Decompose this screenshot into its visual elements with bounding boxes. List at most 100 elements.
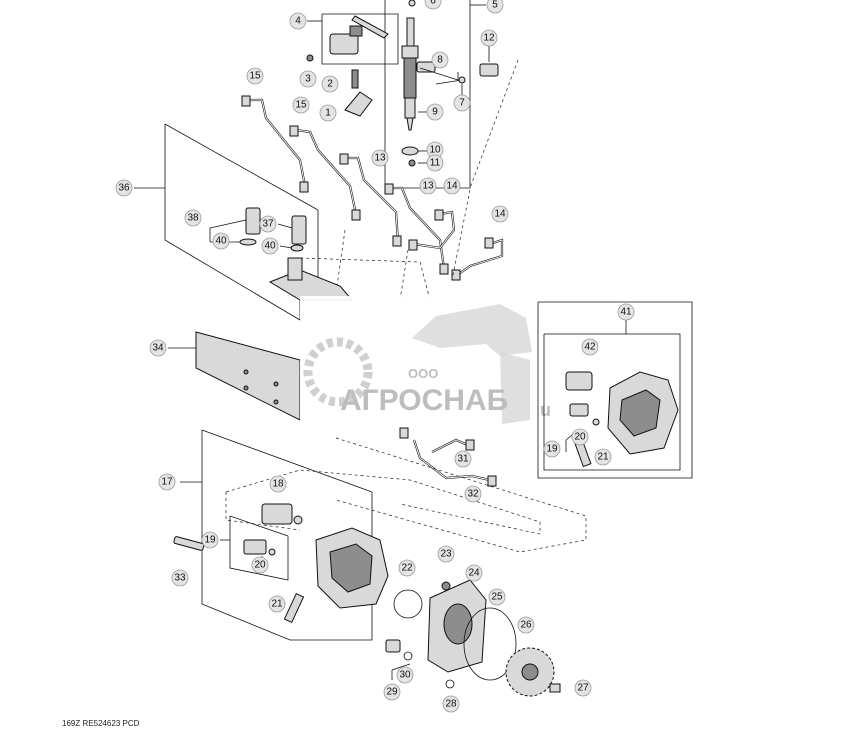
svg-text:13: 13 bbox=[422, 181, 434, 192]
injector-group bbox=[384, 0, 486, 189]
callout-34: 34 bbox=[149, 339, 167, 357]
callout-21a: 21 bbox=[268, 595, 286, 613]
svg-text:13: 13 bbox=[374, 153, 386, 164]
callout-5: 5 bbox=[486, 0, 504, 14]
svg-text:15: 15 bbox=[249, 71, 261, 82]
svg-text:15: 15 bbox=[295, 100, 307, 111]
callout-40b: 40 bbox=[261, 237, 279, 255]
callout-14b: 14 bbox=[491, 205, 509, 223]
watermark-small: ООО bbox=[408, 366, 438, 381]
guide-lines bbox=[299, 59, 519, 301]
callout-12: 12 bbox=[480, 29, 498, 47]
fuel-rail-group bbox=[134, 123, 354, 321]
callout-1: 1 bbox=[319, 104, 337, 122]
svg-text:20: 20 bbox=[254, 560, 266, 571]
bar-group bbox=[168, 331, 301, 421]
svg-text:34: 34 bbox=[152, 343, 164, 354]
drawing-reference: 169Z RE524623 PCD bbox=[62, 719, 140, 728]
callout-21b: 21 bbox=[594, 448, 612, 466]
svg-text:40: 40 bbox=[264, 241, 276, 252]
callout-42: 42 bbox=[581, 338, 599, 356]
callout-40a: 40 bbox=[212, 232, 230, 250]
svg-text:3: 3 bbox=[305, 74, 311, 85]
svg-text:26: 26 bbox=[520, 620, 532, 631]
callout-20a: 20 bbox=[251, 556, 269, 574]
watermark-suffix: u bbox=[540, 400, 551, 420]
svg-text:42: 42 bbox=[584, 342, 596, 353]
svg-text:1: 1 bbox=[325, 108, 331, 119]
callout-24: 24 bbox=[465, 564, 483, 582]
callout-13a: 13 bbox=[371, 149, 389, 167]
callout-2: 2 bbox=[321, 75, 339, 93]
svg-text:19: 19 bbox=[204, 535, 216, 546]
svg-text:8: 8 bbox=[437, 55, 443, 66]
callout-33: 33 bbox=[171, 569, 189, 587]
callout-31: 31 bbox=[454, 450, 472, 468]
svg-text:27: 27 bbox=[577, 683, 589, 694]
svg-text:9: 9 bbox=[432, 107, 438, 118]
svg-text:30: 30 bbox=[399, 670, 411, 681]
feed-lines bbox=[225, 427, 587, 553]
svg-text:36: 36 bbox=[118, 183, 130, 194]
watermark-main: АГРОСНАБ bbox=[340, 384, 508, 417]
fuel-lines bbox=[241, 95, 504, 281]
callout-9: 9 bbox=[426, 103, 444, 121]
svg-text:21: 21 bbox=[597, 452, 609, 463]
callout-14a: 14 bbox=[443, 177, 461, 195]
callout-32: 32 bbox=[464, 485, 482, 503]
svg-text:5: 5 bbox=[492, 0, 498, 11]
svg-text:40: 40 bbox=[215, 236, 227, 247]
callout-29: 29 bbox=[383, 683, 401, 701]
svg-text:31: 31 bbox=[457, 454, 469, 465]
callout-7: 7 bbox=[453, 94, 471, 112]
callout-28: 28 bbox=[442, 695, 460, 713]
svg-text:29: 29 bbox=[386, 687, 398, 698]
sensor-part bbox=[479, 46, 499, 77]
callout-17: 17 bbox=[158, 473, 176, 491]
callout-18: 18 bbox=[269, 475, 287, 493]
svg-text:7: 7 bbox=[459, 98, 465, 109]
svg-text:32: 32 bbox=[467, 489, 479, 500]
callout-4: 4 bbox=[289, 12, 307, 30]
callout-37: 37 bbox=[259, 215, 277, 233]
svg-text:2: 2 bbox=[327, 79, 333, 90]
svg-text:38: 38 bbox=[187, 213, 199, 224]
svg-text:11: 11 bbox=[430, 158, 441, 169]
callout-23: 23 bbox=[437, 545, 455, 563]
svg-text:14: 14 bbox=[446, 181, 458, 192]
callout-19b: 19 bbox=[543, 440, 561, 458]
svg-text:18: 18 bbox=[272, 479, 284, 490]
callout-8: 8 bbox=[431, 51, 449, 69]
callout-30: 30 bbox=[396, 666, 414, 684]
callout-19a: 19 bbox=[201, 531, 219, 549]
drive-parts bbox=[385, 579, 561, 697]
callout-26: 26 bbox=[517, 616, 535, 634]
callout-25: 25 bbox=[488, 588, 506, 606]
callout-22: 22 bbox=[398, 559, 416, 577]
svg-text:17: 17 bbox=[161, 477, 173, 488]
pump-assembly-right bbox=[537, 301, 693, 479]
svg-text:33: 33 bbox=[174, 573, 186, 584]
callout-38: 38 bbox=[184, 209, 202, 227]
svg-text:37: 37 bbox=[262, 219, 274, 230]
callout-36: 36 bbox=[115, 179, 133, 197]
callout-13b: 13 bbox=[419, 177, 437, 195]
svg-text:24: 24 bbox=[468, 568, 480, 579]
svg-text:12: 12 bbox=[483, 33, 495, 44]
svg-text:25: 25 bbox=[491, 592, 503, 603]
svg-text:6: 6 bbox=[430, 0, 436, 7]
callout-6: 6 bbox=[424, 0, 442, 10]
svg-text:21: 21 bbox=[271, 599, 283, 610]
callout-15b: 15 bbox=[292, 96, 310, 114]
svg-text:20: 20 bbox=[574, 432, 586, 443]
svg-text:10: 10 bbox=[429, 145, 441, 156]
callout-20b: 20 bbox=[571, 428, 589, 446]
svg-text:4: 4 bbox=[295, 16, 301, 27]
connector-group bbox=[306, 13, 399, 117]
callout-27: 27 bbox=[574, 679, 592, 697]
pump-assembly-left bbox=[173, 429, 389, 641]
callout-15a: 15 bbox=[246, 67, 264, 85]
svg-text:23: 23 bbox=[440, 549, 452, 560]
watermark-logo: ООО АГРОСНАБ u bbox=[300, 296, 551, 436]
